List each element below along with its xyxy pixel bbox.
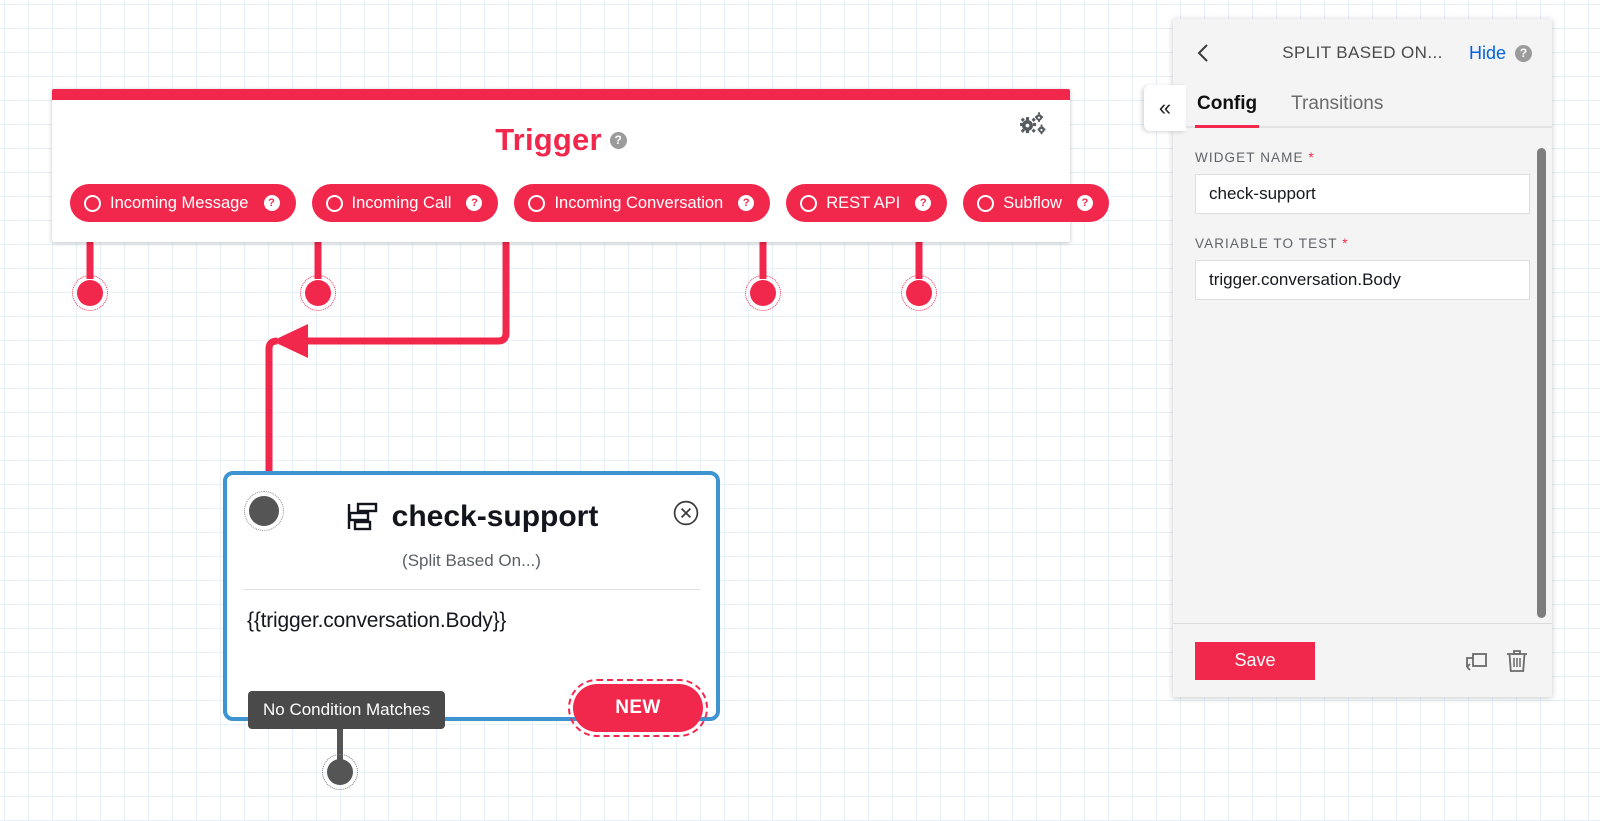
radio-circle-icon bbox=[528, 194, 546, 212]
split-icon bbox=[347, 502, 377, 531]
panel-footer: Save bbox=[1173, 623, 1552, 697]
help-icon[interactable]: ? bbox=[1515, 44, 1532, 62]
field-label: WIDGET NAME * bbox=[1195, 150, 1530, 165]
field-label: VARIABLE TO TEST * bbox=[1195, 236, 1530, 251]
help-icon[interactable]: ? bbox=[1076, 195, 1093, 211]
config-panel: SPLIT BASED ON... Hide ? Config Transiti… bbox=[1173, 19, 1552, 697]
trigger-pill-incoming-call[interactable]: Incoming Call ? bbox=[311, 184, 499, 222]
trigger-pill-label: Incoming Conversation bbox=[554, 193, 724, 212]
trigger-widget[interactable]: Trigger? Incoming Messa bbox=[52, 89, 1109, 242]
help-icon[interactable]: ? bbox=[609, 132, 627, 149]
trigger-pill-row: Incoming Message ? Incoming Call ? Incom… bbox=[70, 184, 1109, 222]
radio-circle-icon bbox=[800, 194, 818, 212]
field-label-text: WIDGET NAME bbox=[1195, 150, 1304, 165]
field-widget-name: WIDGET NAME * bbox=[1195, 150, 1530, 214]
help-icon[interactable]: ? bbox=[263, 195, 280, 211]
node-expression: {{trigger.conversation.Body}} bbox=[247, 609, 507, 632]
node-subtitle: (Split Based On...) bbox=[402, 551, 541, 570]
collapse-panel-button[interactable]: « bbox=[1144, 85, 1186, 131]
connector-endpoint-no-condition-matches[interactable] bbox=[322, 754, 358, 790]
field-variable-to-test: VARIABLE TO TEST * bbox=[1195, 236, 1530, 300]
help-icon[interactable]: ? bbox=[466, 195, 483, 211]
trigger-pill-incoming-message[interactable]: Incoming Message ? bbox=[70, 184, 296, 222]
duplicate-icon[interactable] bbox=[1463, 648, 1489, 674]
node-divider bbox=[243, 589, 700, 590]
panel-tabs: Config Transitions bbox=[1173, 87, 1552, 128]
widget-node-check-support[interactable]: check-support (Split Based On...) {{trig… bbox=[223, 471, 720, 721]
close-circle-icon[interactable] bbox=[673, 500, 699, 526]
no-condition-matches-tooltip: No Condition Matches bbox=[248, 691, 446, 729]
help-icon[interactable]: ? bbox=[738, 195, 755, 211]
trigger-pill-label: REST API bbox=[826, 193, 901, 212]
panel-header: SPLIT BASED ON... Hide ? bbox=[1173, 19, 1552, 87]
trigger-pill-subflow[interactable]: Subflow ? bbox=[963, 184, 1109, 222]
trash-icon[interactable] bbox=[1504, 648, 1530, 674]
new-transition-button[interactable]: NEW bbox=[568, 679, 708, 737]
help-icon[interactable]: ? bbox=[915, 195, 932, 211]
trigger-pill-label: Subflow bbox=[1003, 193, 1062, 212]
trigger-pill-rest-api[interactable]: REST API ? bbox=[786, 184, 948, 222]
tab-config[interactable]: Config bbox=[1195, 89, 1260, 128]
node-title-text: check-support bbox=[391, 500, 599, 533]
trigger-pill-label: Incoming Message bbox=[110, 193, 249, 212]
node-input-port[interactable] bbox=[244, 491, 284, 531]
trigger-title-text: Trigger bbox=[495, 122, 602, 157]
node-title: check-support bbox=[227, 500, 716, 534]
radio-circle-icon bbox=[325, 194, 343, 212]
radio-circle-icon bbox=[84, 194, 101, 212]
footer-icon-group bbox=[1463, 648, 1530, 674]
widget-name-input[interactable] bbox=[1195, 174, 1530, 214]
trigger-pill-label: Incoming Call bbox=[351, 193, 452, 212]
gear-icon[interactable] bbox=[1014, 111, 1048, 145]
trigger-title: Trigger? bbox=[52, 122, 1070, 158]
trigger-pill-incoming-conversation[interactable]: Incoming Conversation ? bbox=[514, 184, 771, 222]
required-asterisk: * bbox=[1342, 236, 1349, 251]
chevron-left-icon[interactable] bbox=[1193, 42, 1215, 64]
required-asterisk: * bbox=[1308, 150, 1315, 165]
connector-endpoint-rest-api[interactable] bbox=[745, 275, 781, 311]
tab-transitions[interactable]: Transitions bbox=[1291, 93, 1384, 114]
radio-circle-icon bbox=[977, 194, 995, 212]
panel-body: WIDGET NAME * VARIABLE TO TEST * bbox=[1173, 128, 1552, 623]
connector-endpoint-incoming-message[interactable] bbox=[72, 275, 108, 311]
trigger-accent-bar bbox=[52, 89, 1070, 100]
hide-link[interactable]: Hide bbox=[1468, 42, 1506, 63]
connector-endpoint-subflow[interactable] bbox=[901, 275, 937, 311]
save-button[interactable]: Save bbox=[1195, 641, 1315, 680]
connector-endpoint-incoming-call[interactable] bbox=[300, 275, 336, 311]
variable-to-test-input[interactable] bbox=[1195, 260, 1530, 300]
field-label-text: VARIABLE TO TEST bbox=[1195, 236, 1338, 251]
panel-scrollbar[interactable] bbox=[1537, 148, 1546, 618]
